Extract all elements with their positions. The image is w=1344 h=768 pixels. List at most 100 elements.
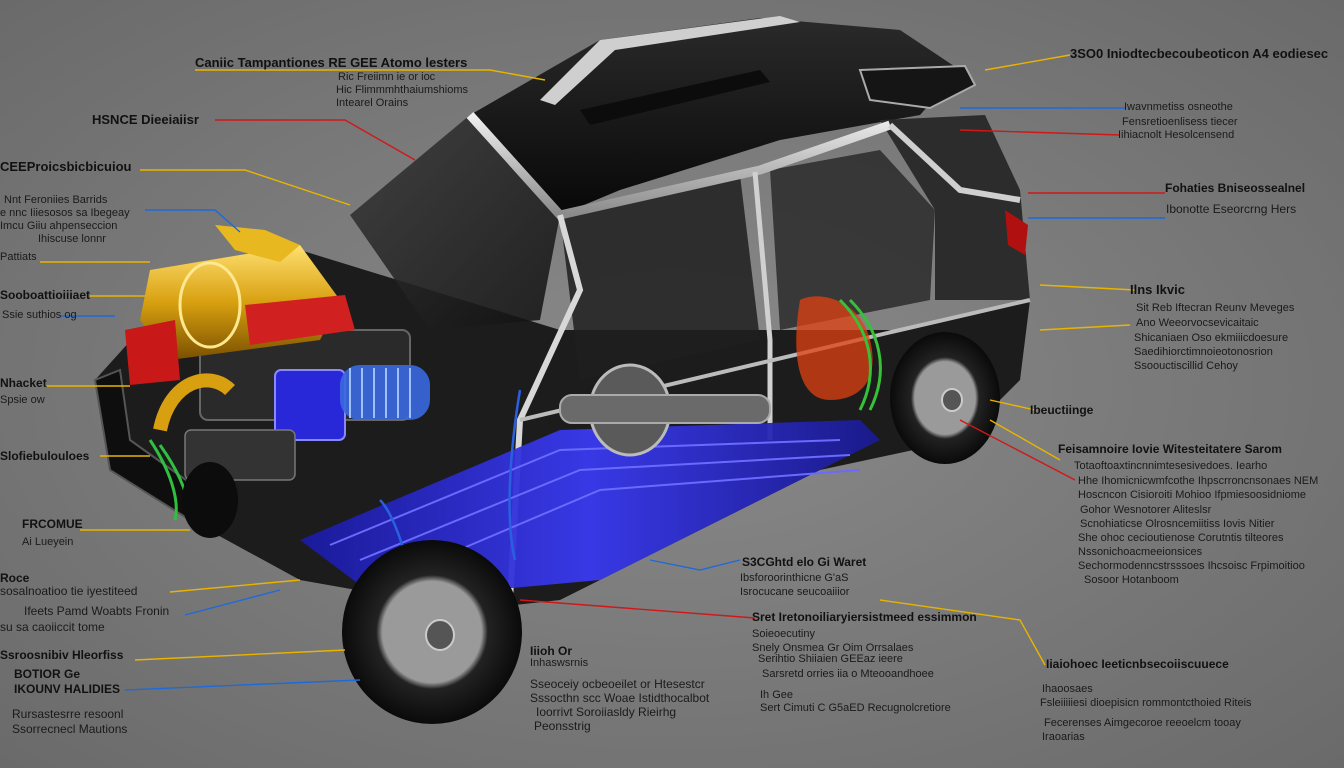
label-right-1-line: Ibonotte Eseorcrng Hers — [1166, 202, 1297, 216]
label-center-2-line: Ih Gee — [760, 689, 794, 701]
rear-wiring — [838, 298, 882, 411]
leader-line — [1039, 324, 1131, 331]
label-left-3: Pattiats — [0, 251, 37, 263]
label-right-4-line: Sosoor Hotanboom — [1084, 574, 1179, 586]
label-left-11-line: Ssorrecnecl Mautions — [12, 722, 128, 736]
label-center-4-line: Sseoceiy ocbeoeilet or Htesestcr — [530, 677, 705, 691]
label-left-2-line: Nnt Feroniies Barrids — [4, 194, 108, 206]
label-center-1-line: Ibsforoorinthicne G'aS — [740, 572, 849, 584]
tail-light — [1005, 210, 1028, 255]
label-left-4-line: Ssie suthios og — [2, 309, 77, 321]
leader-line — [140, 169, 351, 206]
leader-lines — [40, 54, 1165, 691]
label-right-1-title: Fohaties Bniseossealnel — [1165, 181, 1306, 195]
label-left-2-title: CEEProicsbicbicuiou — [0, 159, 132, 174]
label-left-2-line: Imcu Giiu ahpenseccion — [0, 220, 118, 232]
leader-line — [184, 589, 281, 616]
label-right-4-line: Gohor Wesnotorer Aliteslsr — [1080, 504, 1212, 516]
label-right-2-line: Sit Reb Iftecran Reunv Meveges — [1136, 302, 1295, 314]
label-top-right-line: Iwavnmetiss osneothe — [1124, 101, 1233, 113]
leader-line — [959, 129, 1121, 136]
label-top-center-line: Hic Flimmmhthaiumshioms — [336, 84, 469, 96]
label-right-2-line: Saedihiorctimnoieotonosrion — [1134, 346, 1273, 358]
label-right-4-line: Sechormodenncstrsssoes Ihcsoisc Frpimoit… — [1078, 560, 1305, 572]
label-left-7-line: Ai Lueyein — [22, 536, 74, 548]
label-left-5-line: Spsie ow — [0, 394, 45, 406]
label-right-3: Ibeuctiinge — [1030, 403, 1094, 417]
leader-line — [989, 419, 1061, 461]
label-left-9-line: Ifeets Pamd Woabts Fronin — [24, 604, 170, 618]
label-center-4-line: Sssocthn scc Woae Istidthocalbot — [530, 691, 710, 705]
blue-coil-rings — [349, 368, 411, 418]
gold-intake — [215, 225, 300, 262]
label-center-2-line: Sarsretd orries iia o Mteooandhoee — [762, 668, 934, 680]
label-left-9-line: su sa caoiiccit tome — [0, 620, 105, 634]
red-manifold — [125, 320, 180, 385]
label-top-center-line: Ric Freiimn ie or ioc — [338, 71, 436, 83]
label-left-6: Slofiebulouloes — [0, 449, 90, 463]
label-left-10-title: Ssroosnibiv Hleorfiss — [0, 648, 124, 662]
front-hub — [425, 619, 455, 651]
label-right-5-line: Ihaoosaes — [1042, 683, 1093, 695]
leader-line — [169, 579, 301, 593]
leader-line — [134, 649, 346, 661]
label-left-8-line: sosalnoatioo tie iyestiteed — [0, 584, 138, 598]
front-left-tire — [182, 462, 238, 538]
label-right-2-title: Ilns Ikvic — [1130, 282, 1185, 297]
leader-line — [519, 599, 756, 619]
label-center-3-title: Iiioh Or — [530, 644, 572, 658]
label-center-1-title: S3CGhtd elo Gi Waret — [742, 555, 867, 569]
leader-line — [879, 599, 1046, 666]
rear-quarter — [880, 115, 1030, 300]
rear-spoiler — [858, 64, 977, 110]
battery-cells — [329, 439, 861, 576]
label-left-11-line: Rursastesrre resoonl — [12, 707, 124, 721]
label-top-right-line: Iihiacnolt Hesolcensend — [1118, 129, 1235, 141]
roof-rail — [540, 16, 800, 105]
leader-line — [195, 69, 546, 81]
label-left-8-title: Roce — [0, 571, 30, 585]
label-right-4-line: Hhe Ihomicnicwmfcothe Ihpscrroncnsonaes … — [1078, 475, 1319, 487]
label-left-10-line: IKOUNV HALIDIES — [14, 682, 121, 696]
label-top-center-title: Caniic Tampantiones RE GEE Atomo lesters — [195, 55, 468, 70]
leader-line — [984, 54, 1071, 71]
label-left-2-line: e nnc Iiiesosos sa Ibegeay — [0, 207, 130, 219]
label-right-4-line: Scnohiaticse Olrosncemiitiss Iovis Nitie… — [1080, 518, 1275, 530]
label-center-4-line: Peonsstrig — [534, 719, 591, 733]
wheels — [182, 332, 1000, 724]
rear-motor-coils — [796, 296, 873, 400]
label-right-4-line: She ohoc cecioutienose Corutntis tilteor… — [1078, 532, 1284, 544]
label-left-5-title: Nhacket — [0, 376, 47, 390]
roof-rack — [580, 70, 770, 125]
label-right-2-line: Ssoouctiscillid Cehoy — [1134, 360, 1238, 372]
label-right-4-line: Totaoftoaxtincnnimtesesivedoes. Iearho — [1074, 460, 1268, 472]
drive-shaft — [559, 394, 771, 424]
turbo-coils — [178, 261, 242, 349]
side-window-rear — [770, 150, 935, 330]
label-left-2-line: Ihiscuse lonnr — [38, 233, 106, 245]
c-pillar — [887, 122, 1021, 203]
leader-line — [215, 119, 416, 161]
label-right-4-line: Hoscncon Cisioroiti Mohioo Ifpmiesoosidn… — [1078, 489, 1307, 501]
label-left-10-line: BOTIOR Ge — [14, 667, 81, 681]
label-right-5-line: Fecerenses Aimgecoroe reeoelcm tooay — [1044, 717, 1241, 729]
rear-hub — [941, 388, 963, 412]
label-right-2-line: Shicaniaen Oso ekmiiicdoesure — [1134, 332, 1289, 344]
leader-line — [1039, 284, 1136, 291]
label-right-4-line: Nssonichoacmeeionsices — [1078, 546, 1203, 558]
label-right-5-line: Fsleiiiiiesi dioepisicn rommontcthoied R… — [1040, 697, 1252, 709]
label-right-2-line: Ano Weeorvocsevicaitaic — [1136, 317, 1259, 329]
label-top-right-title: 3SO0 Iniodtecbecoubeoticon A4 eodiesec — [1070, 46, 1329, 61]
leader-line — [649, 559, 741, 571]
label-left-1: HSNCE Dieeiaiisr — [92, 112, 199, 127]
label-center-2-title: Sret Iretonoiliaryiersistmeed essimmon — [752, 610, 977, 624]
label-left-4-title: Sooboattioiiiaet — [0, 288, 90, 302]
door-frame — [466, 111, 892, 220]
leader-line — [959, 419, 1076, 481]
leader-line — [145, 209, 241, 233]
leader-line — [989, 399, 1036, 411]
label-center-1-line: Isrocucane seucoaiiior — [740, 586, 850, 598]
drivetrain — [379, 296, 882, 631]
